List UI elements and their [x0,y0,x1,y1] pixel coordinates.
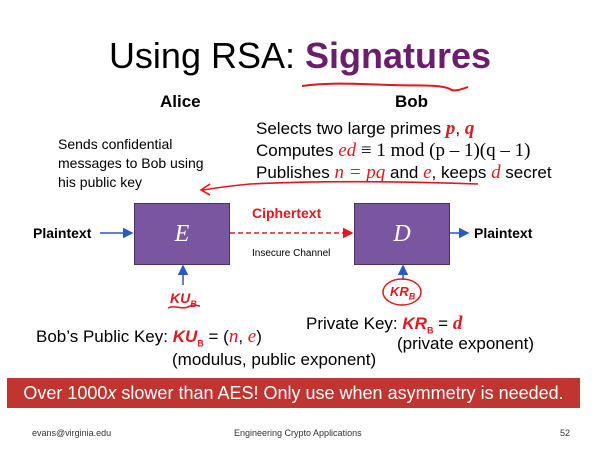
title-underline-squiggle [301,82,469,92]
krb-label: KRB [390,284,416,302]
bob-steps: Selects two large primes p, q Computes e… [256,118,552,184]
performance-banner: Over 1000x slower than AES! Only use whe… [7,378,580,408]
kub-label: KUB [170,290,197,309]
encrypt-label: E [174,220,190,247]
private-key-line: Private Key: KRB = d [306,313,463,336]
title-accent: Signatures [305,35,492,76]
plaintext-left: Plaintext [33,225,92,241]
footer-page-number: 52 [560,428,571,438]
alice-note: Sends confidential messages to Bob using… [58,135,204,192]
bob-header: Bob [395,92,429,111]
plaintext-right: Plaintext [474,225,533,241]
encrypt-box: E [134,203,230,265]
public-key-note: (modulus, public exponent) [172,350,377,369]
ciphertext-label: Ciphertext [252,205,322,221]
bob-step-compute: Computes ed ≡ 1 mod (p – 1)(q – 1) [256,140,531,161]
title-prefix: Using RSA: [108,35,306,76]
bob-step-primes: Selects two large primes p, q [256,118,475,139]
private-key-note: (private exponent) [397,334,535,353]
footer-email: evans@virginia.edu [32,428,112,438]
alice-note-line: messages to Bob using [58,155,204,171]
alice-header: Alice [160,92,201,111]
bob-step-publish: Publishes n = pq and e, keeps d secret [256,162,552,183]
slide-title: Using RSA: Signatures [0,36,600,76]
decrypt-box: D [354,203,450,265]
kub-underline [167,304,201,309]
decrypt-label: D [393,220,411,247]
annotation-arrow [202,180,479,191]
channel-label: Insecure Channel [252,248,331,259]
alice-note-line: his public key [58,174,143,190]
footer-course: Engineering Crypto Applications [234,428,362,438]
public-key-line: Bob’s Public Key: KUB = (n, e) [36,326,262,349]
krb-circle [382,278,422,306]
alice-note-line: Sends confidential [58,136,173,152]
